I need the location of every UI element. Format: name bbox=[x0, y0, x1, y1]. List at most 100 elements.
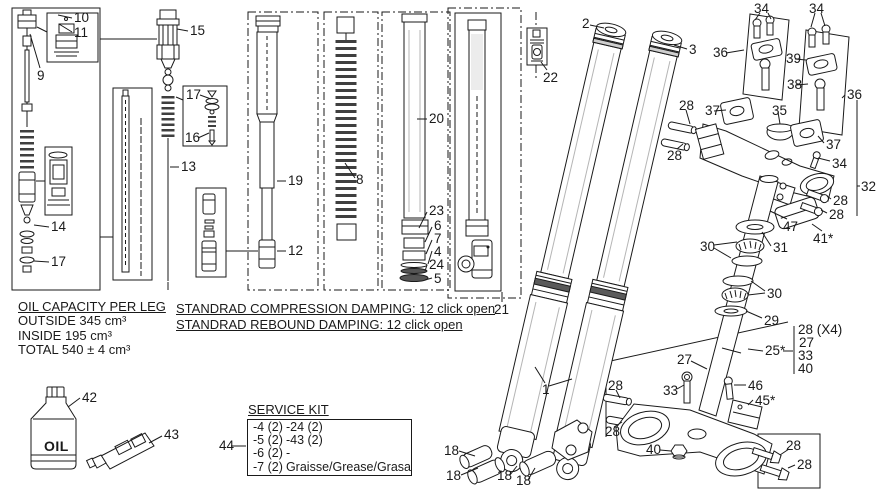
callout-28: 28 bbox=[833, 193, 849, 208]
callout-leader-lines bbox=[29, 12, 860, 481]
service-kit-title: SERVICE KIT bbox=[248, 402, 329, 417]
leader-line bbox=[527, 467, 536, 481]
leader-line bbox=[33, 224, 50, 228]
oil-bottle-art bbox=[30, 386, 77, 470]
callout-46: 46 bbox=[748, 378, 764, 393]
leader-line bbox=[713, 247, 732, 259]
callout-18: 18 bbox=[516, 473, 532, 488]
callout-39: 39 bbox=[786, 51, 802, 66]
leader-line bbox=[690, 360, 708, 370]
leader-line bbox=[148, 435, 163, 444]
callout-36: 36 bbox=[847, 87, 863, 102]
leader-line bbox=[769, 210, 788, 220]
leader-line bbox=[534, 366, 546, 384]
leader-line bbox=[777, 111, 781, 125]
callout-5: 5 bbox=[434, 271, 442, 286]
callout-34: 34 bbox=[832, 156, 848, 171]
rebound-damping-line: STANDRAD REBOUND DAMPING: 12 click open bbox=[176, 316, 463, 332]
callout-8: 8 bbox=[356, 172, 364, 187]
service-kit-item: -43 (2) bbox=[285, 433, 323, 448]
service-kit-item: -6 (2) bbox=[253, 446, 283, 461]
handlebar-riser-art bbox=[720, 15, 838, 170]
leader-line bbox=[779, 448, 790, 456]
callout-10: 10 bbox=[74, 10, 90, 25]
callout-28: 28 bbox=[605, 424, 621, 439]
callout-30: 30 bbox=[700, 239, 716, 254]
leader-line bbox=[425, 239, 433, 255]
leader-line bbox=[810, 12, 816, 28]
steering-assembly-outline bbox=[605, 13, 858, 437]
callout-24: 24 bbox=[429, 257, 445, 272]
leader-line bbox=[659, 449, 672, 452]
callout-37: 37 bbox=[826, 137, 842, 152]
callout-34: 34 bbox=[754, 1, 770, 16]
callout-18: 18 bbox=[446, 468, 462, 483]
callout-28: 28 bbox=[679, 98, 695, 113]
service-kit-item: -4 (2) bbox=[253, 420, 283, 434]
callout-42: 42 bbox=[82, 390, 98, 405]
callout-17: 17 bbox=[51, 254, 67, 269]
dash-dot-group-boxes bbox=[167, 7, 537, 299]
callout-20: 20 bbox=[429, 111, 445, 126]
leader-line bbox=[750, 280, 766, 292]
leader-line bbox=[820, 209, 828, 214]
leader-line bbox=[427, 250, 433, 265]
leader-line bbox=[540, 61, 548, 71]
callout-32: 32 bbox=[861, 179, 877, 194]
service-kit-box: -4 (2) -5 (2) -6 (2) -7 (2) -24 (2) -43 … bbox=[247, 419, 412, 476]
service-kit-item: -7 (2) bbox=[253, 459, 283, 474]
fork-cap-rod-art bbox=[156, 9, 180, 281]
callout-22: 22 bbox=[543, 70, 559, 85]
leader-line bbox=[548, 378, 573, 387]
leader-line bbox=[676, 384, 685, 390]
leader-line bbox=[458, 450, 476, 457]
leader-line bbox=[33, 260, 50, 263]
leader-line bbox=[817, 157, 831, 162]
callout-11: 11 bbox=[74, 25, 89, 40]
leader-line bbox=[460, 467, 479, 476]
outer-tube-art bbox=[457, 19, 493, 279]
bleed-valve-art bbox=[530, 29, 544, 62]
leader-line bbox=[58, 23, 73, 33]
leader-line bbox=[747, 292, 766, 296]
leader-line bbox=[589, 24, 605, 29]
rebound-piston-art bbox=[201, 193, 217, 272]
leader-line bbox=[67, 397, 81, 408]
leader-line bbox=[57, 14, 73, 19]
service-kit-item: -5 (2) bbox=[253, 433, 283, 448]
callout-28-X4: 28 (X4) bbox=[798, 322, 843, 337]
leader-line bbox=[811, 223, 823, 232]
callout-15: 15 bbox=[190, 23, 206, 38]
callout-19: 19 bbox=[288, 173, 304, 188]
leader-line bbox=[795, 83, 809, 86]
callout-28: 28 bbox=[786, 438, 802, 453]
callout-41: 41* bbox=[813, 231, 834, 246]
callout-27: 27 bbox=[799, 335, 815, 350]
leader-line bbox=[615, 389, 621, 399]
oil-bottle-label: OIL bbox=[44, 438, 69, 454]
service-kit-item: -24 (2) bbox=[285, 420, 323, 434]
upper-triple-clamp-art bbox=[660, 121, 835, 230]
damper-rods-art bbox=[121, 89, 142, 276]
leader-line bbox=[424, 277, 433, 281]
damping-note: STANDRAD COMPRESSION DAMPING: 12 click o… bbox=[176, 301, 495, 332]
callout-3: 3 bbox=[689, 42, 697, 57]
leader-line bbox=[673, 44, 688, 50]
leader-line bbox=[725, 49, 745, 54]
callout-4: 4 bbox=[434, 244, 442, 259]
leader-line bbox=[713, 241, 738, 246]
leader-line bbox=[817, 135, 825, 144]
callout-44: 44 bbox=[219, 438, 235, 453]
leader-line bbox=[713, 109, 727, 112]
steering-stem-bearings-art bbox=[698, 175, 779, 417]
solid-group-boxes bbox=[11, 7, 821, 489]
adjuster-parts-art bbox=[204, 90, 220, 146]
callout-34: 34 bbox=[809, 1, 825, 16]
leader-line bbox=[199, 94, 212, 100]
oil-capacity-inside: INSIDE 195 cm³ bbox=[18, 327, 112, 343]
callout-17: 17 bbox=[186, 87, 202, 102]
callout-28: 28 bbox=[608, 378, 624, 393]
leader-line bbox=[613, 421, 623, 428]
leader-line bbox=[761, 231, 772, 247]
